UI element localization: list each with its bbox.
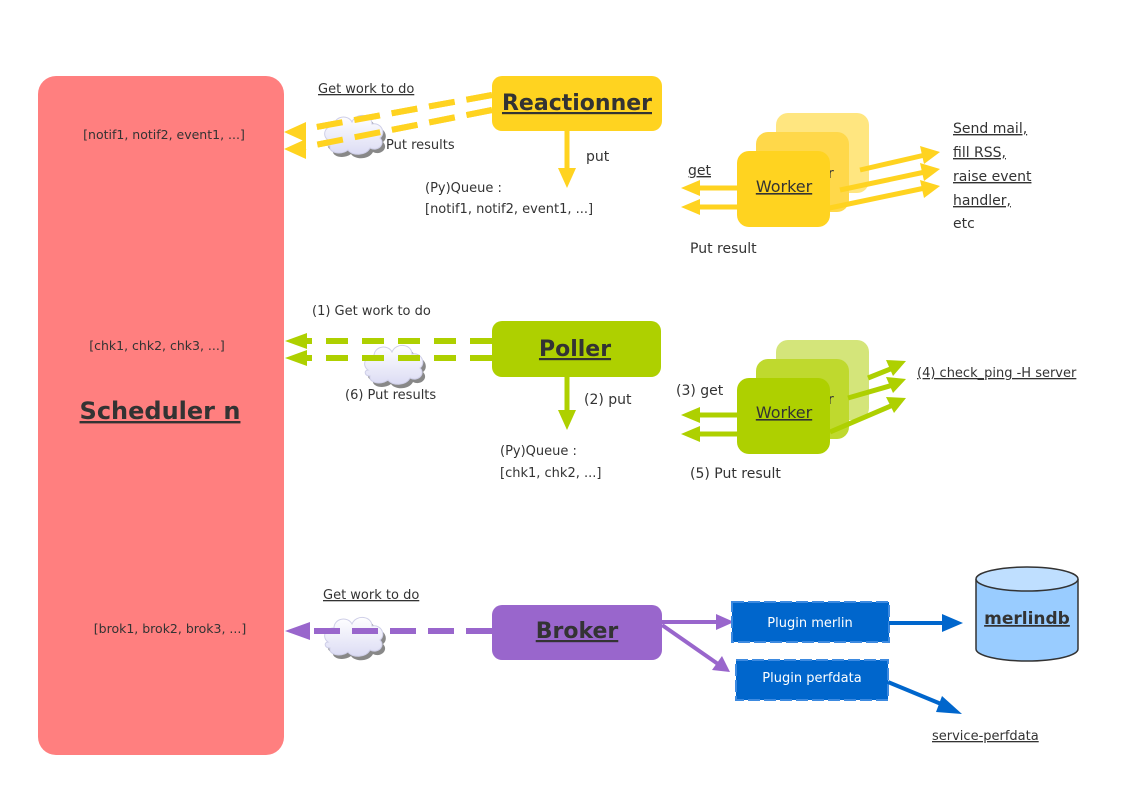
poller-dashed-links [305,338,492,361]
perfdata-target-label: service-perfdata [932,729,1039,744]
reactionner-action-arrows [819,152,926,213]
poller-worker-put-label: (5) Put result [690,466,781,482]
poller-worker-get-arrows [698,412,737,437]
poller-put-arrowhead [285,350,307,366]
broker-merlin-arrowhead [716,614,734,630]
poller-action-label: (4) check_ping -H server [917,366,1077,381]
broker-title: Broker [536,619,619,644]
broker-box [492,605,662,660]
reactionner-section: Get work to do Put results Reactionner p… [284,76,1032,257]
action-arrowhead-2 [920,163,940,181]
scheduler-block: [notif1, notif2, event1, ...] [chk1, chk… [38,76,284,755]
broker-perfdata-arrowhead [712,656,730,672]
broker-plugin-links [660,620,720,666]
scheduler-title: Scheduler n [80,397,241,425]
reactionner-put-arrowhead [284,139,306,159]
poller-put-arrowhead-down [558,410,576,430]
reactionner-put-label: put [586,149,610,165]
poller-worker-get-arrowhead [681,407,700,423]
database-label: merlindb [984,609,1070,629]
reactionner-worker-label: Worker [756,177,813,196]
perfdata-arrowhead [936,696,962,714]
scheduler-reactionner-queue: [notif1, notif2, event1, ...] [83,127,245,142]
broker-get-arrowhead [285,622,310,640]
action-item: etc [953,216,975,232]
broker-section: Get work to do Broker Plugin merlin Plug… [285,566,1079,744]
perfdata-link [887,680,947,708]
worker-put-arrowhead [681,199,700,215]
reactionner-actions-list: Send mail, fill RSS, raise event handler… [953,121,1032,232]
poller-queue-items: [chk1, chk2, ...] [500,466,601,481]
poller-put-label: (2) put [584,392,632,408]
poller-action-arrowhead-1 [886,360,906,376]
database-icon [975,566,1079,662]
worker-get-arrowhead [681,180,700,196]
plugin-merlin-label: Plugin merlin [767,616,852,631]
reactionner-dashed-links-overlay [299,92,493,151]
plugin-perfdata-box [735,659,889,701]
merlin-db-arrowhead [942,614,963,632]
poller-title: Poller [539,337,611,362]
scheduler-box [38,76,284,755]
reactionner-worker-put-label: Put result [690,241,757,257]
reactionner-queue-title: (Py)Queue : [425,181,502,196]
action-item: handler, [953,193,1011,209]
poller-action-arrows [829,365,894,435]
reactionner-worker-get-arrows [698,185,737,210]
reactionner-get-label: Get work to do [318,82,414,97]
poller-worker-1 [737,378,830,454]
worker-hidden-letter: r [828,166,834,182]
poller-worker-label: Worker [756,403,813,422]
reactionner-put-arrowhead-down [558,168,576,188]
poller-put-results-label: (6) Put results [345,388,436,403]
scheduler-poller-queue: [chk1, chk2, chk3, ...] [89,338,224,353]
poller-box [492,321,661,377]
reactionner-worker-get-label: get [688,163,712,179]
reactionner-title: Reactionner [502,91,652,116]
poller-worker-get-label: (3) get [676,383,724,399]
poller-get-label: (1) Get work to do [312,304,431,319]
reactionner-worker-1 [737,151,830,227]
poller-worker-put-arrowhead [681,426,700,442]
poller-get-arrowhead [285,333,307,349]
poller-queue-title: (Py)Queue : [500,444,577,459]
worker-hidden-letter: r [828,392,834,408]
network-cloud-icon [324,616,387,661]
poller-action-arrowhead-3 [886,397,906,413]
action-item: raise event [953,169,1032,185]
poller-section: (1) Get work to do (6) Put results Polle… [285,304,1077,482]
network-cloud-icon [364,344,427,389]
scheduler-broker-queue: [brok1, brok2, brok3, ...] [94,621,246,636]
action-arrowhead-1 [920,146,940,164]
plugin-perfdata-label: Plugin perfdata [762,671,861,686]
action-arrowhead-3 [920,180,940,198]
action-item: Send mail, [953,121,1027,137]
broker-get-label: Get work to do [323,588,419,603]
reactionner-put-results-label: Put results [386,138,455,153]
action-item: fill RSS, [953,145,1006,161]
reactionner-box [492,76,662,131]
reactionner-queue-items: [notif1, notif2, event1, ...] [425,202,593,217]
poller-action-arrowhead-2 [886,377,906,393]
